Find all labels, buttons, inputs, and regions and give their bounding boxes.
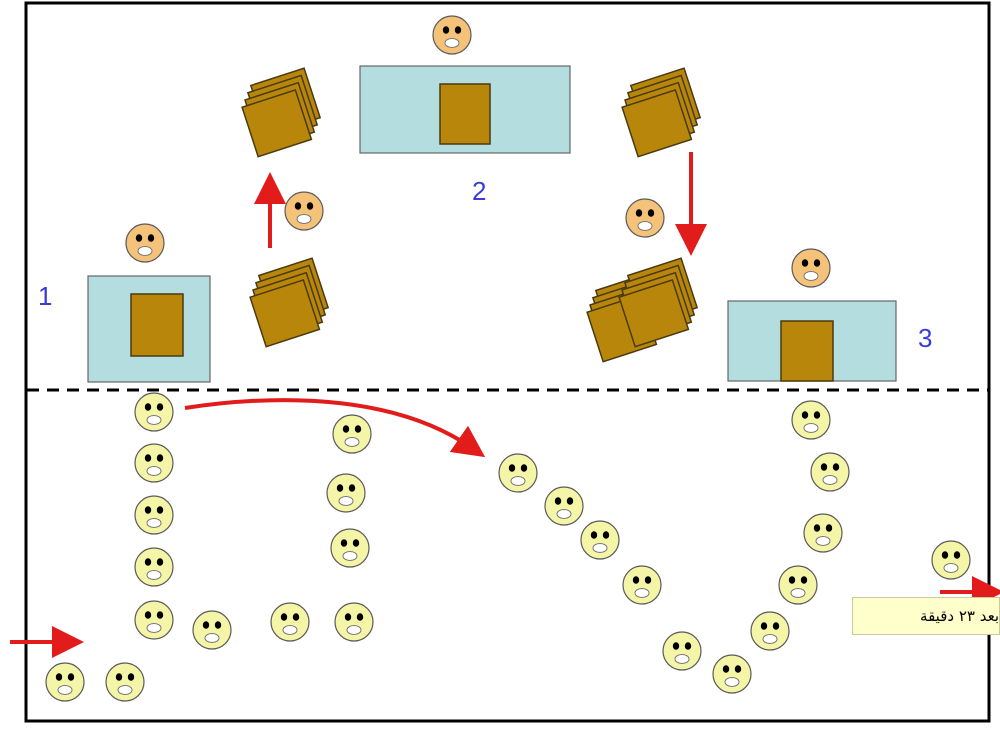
customer-face bbox=[544, 486, 584, 526]
elapsed-time-text: بعد ٢٣ دقيقة bbox=[920, 607, 999, 625]
elapsed-time-note: بعد ٢٣ دقيقة bbox=[852, 597, 1000, 635]
station-3: 3 bbox=[727, 248, 932, 382]
staff-face-2 bbox=[432, 15, 472, 55]
customer-face bbox=[580, 520, 620, 560]
customer-face bbox=[330, 528, 370, 568]
arrow-flow-curve bbox=[184, 398, 486, 458]
wip-stack-2 bbox=[243, 257, 335, 348]
customer-face bbox=[326, 473, 366, 513]
station-2: 2 bbox=[359, 15, 571, 206]
tray-1 bbox=[130, 293, 184, 357]
customer-face bbox=[498, 453, 538, 493]
customer-face bbox=[334, 602, 374, 642]
customer-face bbox=[750, 611, 790, 651]
runner-face-2 bbox=[625, 198, 665, 238]
customer-queue bbox=[45, 392, 971, 702]
wip-stack-3 bbox=[615, 67, 707, 158]
station-number-3: 3 bbox=[918, 323, 932, 353]
station-number-1: 1 bbox=[38, 281, 52, 311]
customer-face bbox=[332, 414, 372, 454]
customer-face bbox=[270, 602, 310, 642]
customer-face bbox=[134, 392, 174, 432]
customer-face bbox=[134, 600, 174, 640]
customer-face bbox=[662, 631, 702, 671]
customer-face bbox=[622, 565, 662, 605]
customer-face bbox=[45, 662, 85, 702]
customer-face bbox=[778, 565, 818, 605]
customer-face bbox=[791, 400, 831, 440]
staff-face-3 bbox=[791, 248, 831, 288]
room-border bbox=[24, 1, 991, 723]
staff-face-1 bbox=[125, 223, 165, 263]
wip-stack-1 bbox=[235, 67, 327, 158]
runner-face-1 bbox=[284, 191, 324, 231]
customer-face bbox=[105, 662, 145, 702]
customer-face bbox=[803, 513, 843, 553]
tray-3 bbox=[780, 320, 834, 382]
customer-face bbox=[134, 495, 174, 535]
customer-face bbox=[134, 443, 174, 483]
tray-2 bbox=[439, 83, 491, 145]
customer-face bbox=[134, 547, 174, 587]
customer-face bbox=[931, 540, 971, 580]
customer-face bbox=[712, 654, 752, 694]
customer-face bbox=[192, 610, 232, 650]
station-1: 1 bbox=[38, 223, 211, 383]
station-number-2: 2 bbox=[472, 176, 486, 206]
customer-face bbox=[810, 452, 850, 492]
